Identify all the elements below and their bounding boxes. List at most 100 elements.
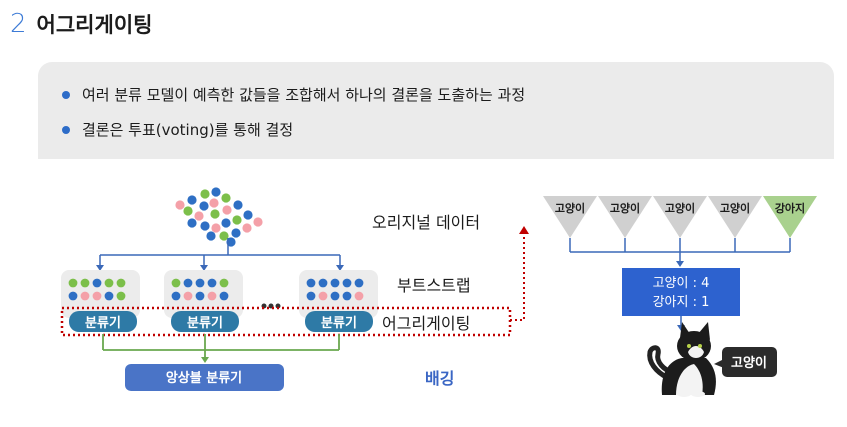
- classifier-pill: [69, 311, 137, 332]
- sample-point: [92, 278, 102, 288]
- vote-label: 고양이: [610, 201, 640, 215]
- data-point: [243, 210, 253, 220]
- aggregating-arrowhead: [519, 226, 529, 234]
- prediction-bubble: [714, 347, 777, 377]
- data-point: [253, 217, 263, 227]
- final-prediction-text: 고양이: [731, 355, 767, 371]
- sample-point: [183, 291, 193, 301]
- data-point: [232, 215, 242, 225]
- aggregating-connector: [510, 232, 525, 321]
- data-point: [211, 187, 221, 197]
- cat-icon: [647, 322, 716, 397]
- section-title: 어그리게이팅: [36, 13, 153, 37]
- vote-label: 고양이: [555, 201, 585, 215]
- vote-collection-lines: [569, 238, 791, 262]
- bullet-item: 여러 분류 모델이 예측한 값들을 조합해서 하나의 결론을 도출하는 과정: [62, 84, 525, 105]
- ensemble-classifier-box: [125, 364, 284, 391]
- bullet-area: 여러 분류 모델이 예측한 값들을 조합해서 하나의 결론을 도출하는 과정 결…: [38, 62, 834, 159]
- vote-triangle: [653, 196, 707, 238]
- section-header: 2 어그리게이팅: [10, 6, 152, 42]
- data-point: [187, 218, 197, 228]
- sample-point: [80, 278, 90, 288]
- sample-point: [330, 278, 340, 288]
- section-number: 2: [10, 9, 27, 39]
- sample-point: [116, 278, 126, 288]
- data-point: [194, 211, 204, 221]
- split-lines: [99, 238, 341, 266]
- vote-triangle: [543, 196, 597, 238]
- vote-triangle: [708, 196, 762, 238]
- sample-point: [104, 278, 114, 288]
- sample-point: [306, 278, 316, 288]
- sample-point: [171, 278, 181, 288]
- sample-point: [116, 291, 126, 301]
- sample-point: [219, 291, 229, 301]
- sample-point: [306, 291, 316, 301]
- vote-result-line: 고양이 : 4: [653, 276, 710, 291]
- data-point: [221, 193, 231, 203]
- sample-point: [318, 278, 328, 288]
- vote-label: 강아지: [775, 201, 805, 215]
- data-point: [211, 223, 221, 233]
- merge-arrowhead: [201, 357, 209, 363]
- data-point: [222, 205, 232, 215]
- sample-point: [195, 278, 205, 288]
- classifier-pill: [305, 311, 373, 332]
- aggregating-label: 어그리게이팅: [382, 314, 470, 333]
- bullet-item: 결론은 투표(voting)를 통해 결정: [62, 119, 293, 140]
- aggregating-dotted-box: [60, 306, 512, 337]
- bootstrap-sample-dots: [68, 278, 364, 301]
- vote-label: 고양이: [720, 201, 750, 215]
- classifier-label: 분류기: [85, 316, 121, 331]
- votes-row: 고양이 고양이 고양이 고양이 강아지: [543, 196, 817, 238]
- sample-point: [318, 291, 328, 301]
- split-arrowheads: [96, 265, 344, 271]
- data-point: [200, 189, 210, 199]
- sample-point: [330, 291, 340, 301]
- sample-point: [183, 278, 193, 288]
- data-point: [206, 231, 216, 241]
- classifier-label: 분류기: [187, 316, 223, 331]
- sample-point: [92, 291, 102, 301]
- data-point: [219, 231, 229, 241]
- sample-point: [342, 291, 352, 301]
- data-point: [175, 200, 185, 210]
- bullet-dot-icon: [62, 125, 70, 134]
- data-point: [231, 228, 241, 238]
- sample-point: [104, 291, 114, 301]
- bullet-text: 여러 분류 모델이 예측한 값들을 조합해서 하나의 결론을 도출하는 과정: [82, 86, 526, 104]
- vote-triangle: [763, 196, 817, 238]
- sample-point: [219, 278, 229, 288]
- vote-label: 고양이: [665, 201, 695, 215]
- ensemble-label: 앙상블 분류기: [166, 370, 242, 386]
- classifier-label: 분류기: [321, 316, 357, 331]
- sample-point: [207, 291, 217, 301]
- bagging-label: 배깅: [425, 369, 454, 388]
- collection-arrowhead: [676, 261, 684, 267]
- sample-point: [195, 291, 205, 301]
- original-data-label: 오리지널 데이터: [372, 213, 480, 232]
- sample-point: [68, 291, 78, 301]
- merge-lines: [102, 334, 340, 358]
- data-point: [209, 198, 219, 208]
- bullet-text: 결론은 투표(voting)를 통해 결정: [82, 121, 294, 139]
- data-point: [187, 195, 197, 205]
- sample-point: [171, 291, 181, 301]
- vote-result-line: 강아지 : 1: [653, 295, 710, 310]
- sample-point: [354, 278, 364, 288]
- bootstrap-label: 부트스트랩: [397, 276, 471, 295]
- data-point: [233, 200, 243, 210]
- data-point: [183, 206, 193, 216]
- bullet-dot-icon: [62, 90, 70, 99]
- data-point: [221, 218, 231, 228]
- vote-result-box: [622, 268, 740, 316]
- vote-triangle: [598, 196, 652, 238]
- classifier-pill: [171, 311, 239, 332]
- data-point: [200, 221, 210, 231]
- sample-point: [80, 291, 90, 301]
- sample-point: [68, 278, 78, 288]
- data-point: [242, 223, 252, 233]
- data-point: [199, 201, 209, 211]
- original-data-cloud: [175, 187, 263, 247]
